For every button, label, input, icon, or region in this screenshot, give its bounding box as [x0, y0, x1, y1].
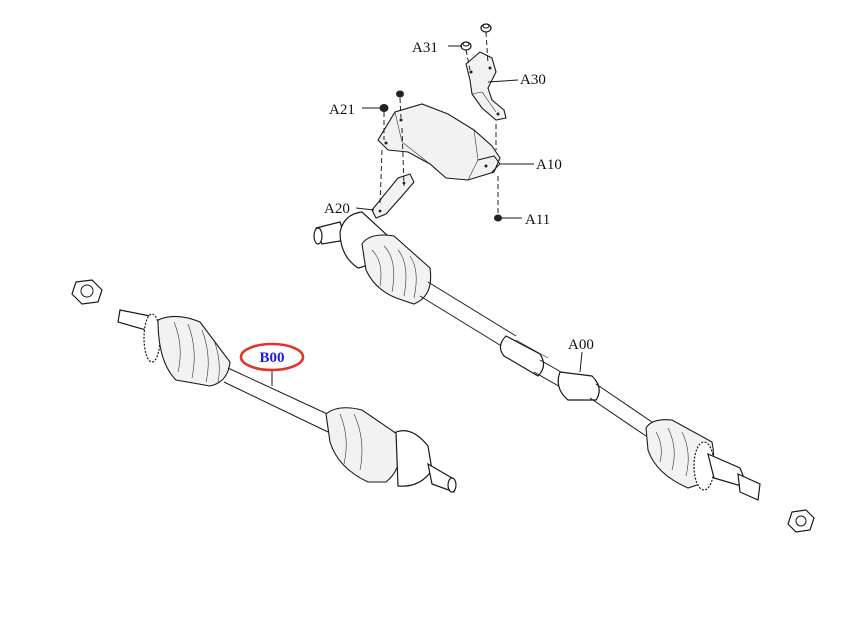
- bolt-a21[interactable]: [379, 104, 389, 112]
- leader-a30: [487, 79, 519, 83]
- bolt-top[interactable]: [480, 23, 492, 33]
- label-a30[interactable]: A30: [520, 72, 546, 88]
- label-b00[interactable]: B00: [259, 350, 284, 366]
- highlight-ring: [239, 342, 305, 372]
- leader-a00: [579, 351, 583, 373]
- drive-shaft-a00[interactable]: [313, 211, 761, 501]
- lower-bracket-part[interactable]: [371, 173, 415, 219]
- bolt-upper-left[interactable]: [396, 90, 404, 98]
- label-a10[interactable]: A10: [536, 157, 562, 173]
- callout-b00-highlight[interactable]: B00: [239, 342, 305, 372]
- label-a21[interactable]: A21: [329, 102, 355, 118]
- axle-nut-left[interactable]: [71, 279, 103, 305]
- axle-nut-right[interactable]: [787, 509, 815, 533]
- bolt-a11[interactable]: [494, 214, 502, 222]
- nut-a31[interactable]: [460, 41, 472, 51]
- leader-a20: [355, 207, 375, 211]
- label-a31[interactable]: A31: [412, 40, 438, 56]
- heat-shield-part[interactable]: [377, 103, 501, 181]
- upper-bracket-part[interactable]: [465, 51, 507, 121]
- label-a20[interactable]: A20: [324, 201, 350, 217]
- label-a11[interactable]: A11: [525, 212, 550, 228]
- drive-shaft-b00[interactable]: [117, 309, 457, 493]
- label-a00[interactable]: A00: [568, 337, 594, 353]
